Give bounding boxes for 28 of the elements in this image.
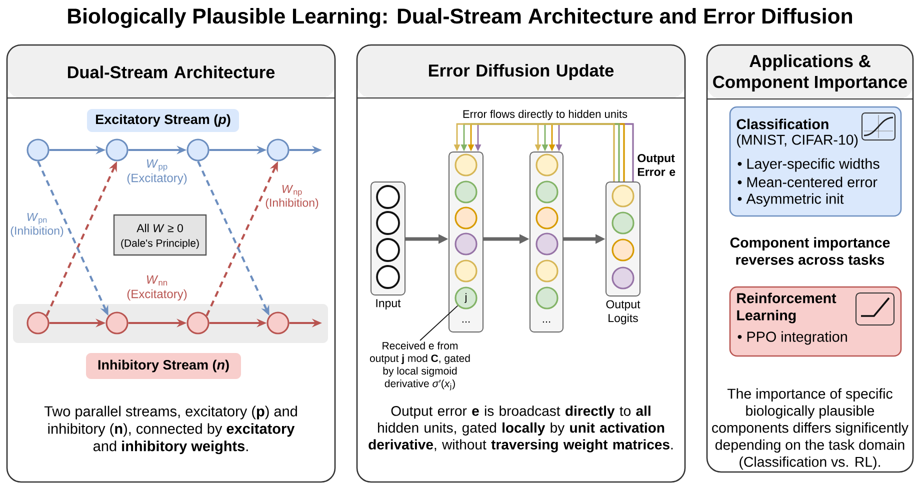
description-text: The importance of specific biologically plausible components differs significently depending on the task domain (Classification vs. RL). bbox=[712, 388, 908, 470]
bullet-item: • Asymmetric init bbox=[738, 193, 844, 207]
output-error-label: Output Error e bbox=[638, 154, 676, 176]
title: Biologically Plausible Learning: Dual-Stream Architecture and Error Diffusion bbox=[68, 8, 852, 28]
annotation-text: Received e from output j mod C, gated by local sigmoid derivative σ′(x$_{j}$) bbox=[370, 342, 470, 390]
panel-heading: Applications & Component Importance bbox=[713, 54, 908, 92]
panel-heading: Error Diffusion Update bbox=[429, 64, 614, 80]
edge-label: W$_{pp}$ (Excitatory) bbox=[127, 159, 187, 185]
edge-label: W$_{pn}$ (Inhibition) bbox=[10, 212, 64, 238]
description-text: Two parallel streams, excitatory (p) and inhibitory (n), connected by excitatory and inhibitory weights. bbox=[44, 406, 297, 454]
stream-label: Inhibitory Stream (n) bbox=[86, 353, 241, 379]
summary-text: Component importance reverses across tasks bbox=[730, 237, 890, 265]
panel-heading: Dual-Stream Architecture bbox=[68, 66, 275, 78]
note-box: All W ≥ 0 (Dale's Principle) bbox=[113, 214, 207, 256]
card-subtitle: (MNIST, CIFAR-10) bbox=[737, 134, 858, 148]
layer-label: Input bbox=[376, 299, 401, 310]
bullet-item: • Mean-centered error bbox=[738, 176, 878, 188]
stream-label: Excitatory Stream (p) bbox=[87, 109, 239, 132]
leader-line bbox=[420, 305, 458, 341]
card-title: Classification bbox=[736, 118, 828, 130]
flow-caption: Error flows directly to hidden units bbox=[463, 110, 628, 120]
card-title: Reinforcement Learning bbox=[737, 292, 836, 324]
edge-label: W$_{nn}$ (Excitatory) bbox=[127, 275, 187, 301]
layer-label: Output Logits bbox=[606, 300, 640, 324]
description-text: Output error e is broadcast directly to all hidden units, gated locally by unit activation derivative, without traversing weight matrices. bbox=[368, 406, 673, 452]
bullet-item: • PPO integration bbox=[738, 331, 847, 345]
bullet-item: • Layer-specific widths bbox=[738, 158, 880, 172]
edge-label: W$_{np}$ (Inhibition) bbox=[266, 184, 318, 210]
